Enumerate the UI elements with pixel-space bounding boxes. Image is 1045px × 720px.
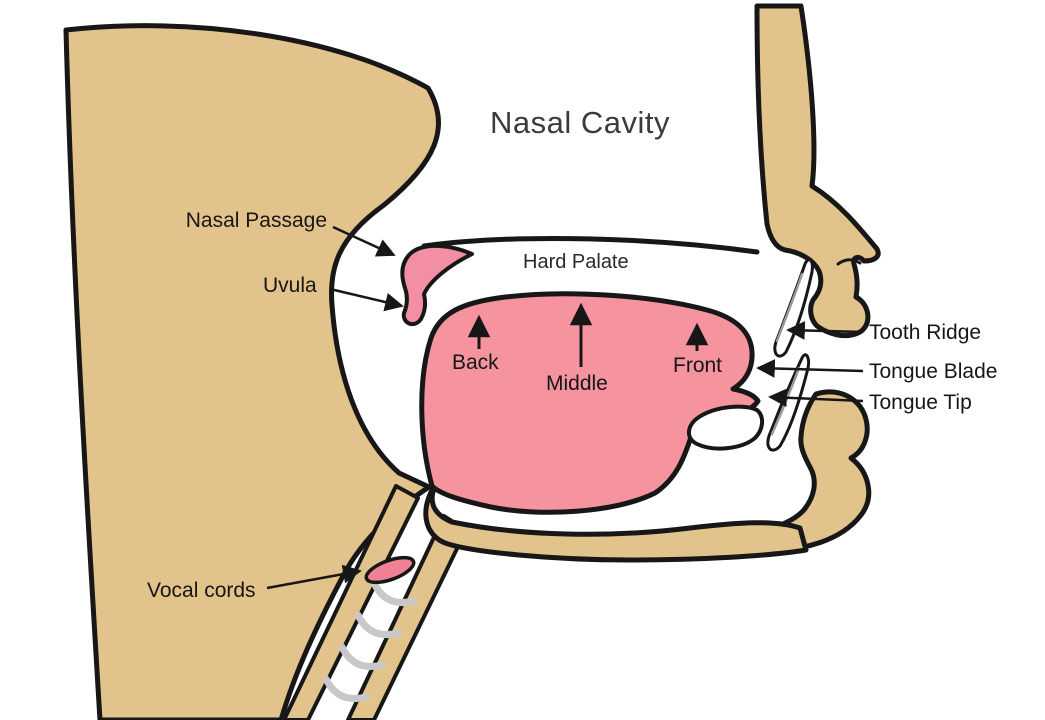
vocal-cords-label: Vocal cords — [147, 579, 256, 602]
trachea-ring-icon — [322, 675, 370, 702]
hard-palate-line — [421, 235, 760, 255]
trachea-ring-icon — [370, 579, 418, 606]
uvula-label: Uvula — [263, 274, 317, 297]
tooth-ridge-arrow — [786, 321, 864, 340]
nasal-passage-label: Nasal Passage — [185, 209, 327, 232]
tongue-blade-label: Tongue Blade — [869, 360, 998, 383]
tongue-underside-notch-shape — [687, 404, 764, 451]
vocal-cords-shape — [364, 555, 416, 585]
tongue-back-label: Back — [452, 351, 499, 374]
tongue-tip-label: Tongue Tip — [869, 391, 972, 414]
nasal-cavity-label: Nasal Cavity — [490, 105, 670, 140]
tongue-shape — [419, 291, 761, 515]
tongue-blade-arrow — [756, 359, 864, 378]
face-profile-shape — [754, 3, 881, 339]
hard-palate-label: Hard Palate — [523, 251, 629, 273]
tongue-middle-label: Middle — [546, 372, 608, 395]
esophagus-wall-shape — [282, 484, 420, 720]
tooth-ridge-label: Tooth Ridge — [869, 321, 982, 344]
head-neck-shape — [63, 23, 442, 720]
lower-tooth-shape — [766, 353, 810, 452]
soft-palate-uvula-shape — [400, 243, 474, 327]
mouth-floor-shape — [423, 481, 809, 563]
nostril-icon — [836, 258, 862, 266]
upper-tooth-shape — [773, 258, 814, 358]
trachea-ring-icon — [338, 643, 386, 670]
uvula-arrow — [329, 287, 404, 312]
trachea-ring-icon — [354, 611, 402, 638]
tongue-tip-arrow — [768, 388, 864, 408]
upper-tooth-shade-line — [775, 272, 804, 343]
vocal-cords-arrow — [266, 564, 362, 590]
tongue-front-label: Front — [673, 354, 723, 377]
nasal-passage-arrow — [332, 225, 396, 257]
